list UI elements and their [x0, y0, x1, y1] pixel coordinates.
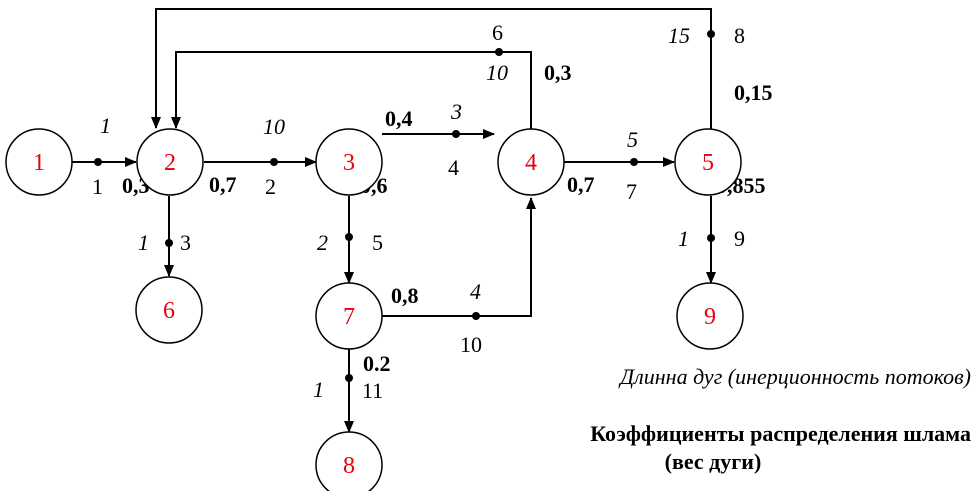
node-6: 6 — [135, 276, 203, 344]
legend-lengths: Длинна дуг (инерционность потоков) — [618, 364, 971, 389]
edge-6-weight: 0,3 — [544, 60, 572, 85]
edge-1-length: 1 — [100, 113, 111, 138]
legend-weights-line1: Коэффициенты распределения шлама — [590, 421, 971, 446]
edge-11-weight: 0.2 — [363, 351, 391, 376]
node-2: 2 — [136, 128, 204, 196]
edge-9-id: 9 — [734, 226, 745, 251]
node-3-label: 3 — [343, 150, 355, 176]
node-3: 3 — [315, 128, 383, 196]
edge-6-line — [171, 51, 532, 129]
node-4-circle — [497, 128, 565, 196]
edge-4-id: 4 — [448, 155, 459, 180]
edge-3-id: 3 — [180, 230, 191, 255]
edge-11-id: 11 — [362, 378, 383, 403]
edge-4-dot — [452, 130, 460, 138]
edge-10: 10 4 0,8 — [382, 197, 536, 357]
legend-weights-line2: (вес дуги) — [665, 449, 762, 474]
edge-1: 1 1 — [72, 113, 137, 199]
edge-5-dot — [345, 233, 353, 241]
node-8-label: 8 — [343, 453, 355, 479]
node-9-circle — [676, 282, 744, 350]
edge-6-id: 6 — [492, 20, 503, 45]
node-6-label: 6 — [163, 298, 175, 324]
node-1-circle — [5, 128, 73, 196]
node-5-label: 5 — [702, 150, 714, 176]
edge-3-length: 1 — [138, 230, 149, 255]
edge-7-weight: 0,7 — [567, 172, 595, 197]
edge-7-length: 5 — [627, 127, 638, 152]
edge-6-length: 10 — [486, 60, 508, 85]
edge-8-line — [151, 8, 712, 129]
edge-2: 2 10 0,7 — [204, 114, 317, 199]
edge-2-length: 10 — [263, 114, 285, 139]
edge-4: 4 3 0,4 — [382, 99, 495, 180]
edge-2-weight: 0,7 — [209, 172, 237, 197]
edge-1-id: 1 — [92, 174, 103, 199]
node-3-circle — [315, 128, 383, 196]
nodes: 1 2 3 4 5 6 7 8 — [5, 128, 744, 491]
edge-2-id: 2 — [265, 174, 276, 199]
node-6-circle — [135, 276, 203, 344]
edge-3-dot — [165, 239, 173, 247]
edge-7: 7 5 0,7 — [564, 127, 675, 204]
edge-7-id: 7 — [626, 179, 637, 204]
edge-8-length: 15 — [668, 23, 690, 48]
edge-8-dot — [707, 30, 715, 38]
edge-4-weight: 0,4 — [385, 106, 413, 131]
node-9-label: 9 — [704, 304, 716, 330]
node-2-circle — [136, 128, 204, 196]
node-4: 4 — [497, 128, 565, 196]
node-5-circle — [674, 128, 742, 196]
edge-9-length: 1 — [678, 226, 689, 251]
legend: Длинна дуг (инерционность потоков) Коэфф… — [590, 364, 971, 474]
node-9: 9 — [676, 282, 744, 350]
edge-10-length: 4 — [470, 279, 481, 304]
edge-11-dot — [345, 374, 353, 382]
edges: 1 1 2 10 0,7 3 1 0,3 4 3 0,4 — [72, 8, 773, 433]
edge-10-dot — [472, 312, 480, 320]
edge-10-id: 10 — [460, 332, 482, 357]
node-7: 7 — [315, 282, 383, 350]
edge-7-dot — [630, 158, 638, 166]
edge-9-dot — [707, 234, 715, 242]
edge-5-id: 5 — [372, 230, 383, 255]
edge-8-id: 8 — [734, 23, 745, 48]
node-1: 1 — [5, 128, 73, 196]
edge-5-length: 2 — [317, 230, 328, 255]
edge-10-weight: 0,8 — [391, 283, 419, 308]
node-8-circle — [315, 431, 383, 491]
edge-6: 6 10 0,3 — [171, 20, 572, 129]
edge-6-dot — [495, 48, 503, 56]
edge-1-dot — [94, 158, 102, 166]
node-1-label: 1 — [33, 150, 45, 176]
node-7-circle — [315, 282, 383, 350]
node-8: 8 — [315, 431, 383, 491]
node-4-label: 4 — [525, 150, 537, 176]
edge-4-length: 3 — [450, 99, 462, 124]
edge-8: 8 15 0,15 — [151, 8, 773, 129]
edge-10-line — [382, 197, 536, 317]
node-7-label: 7 — [343, 304, 355, 330]
node-5: 5 — [674, 128, 742, 196]
node-2-label: 2 — [164, 150, 176, 176]
edge-11: 11 1 0.2 — [313, 349, 391, 433]
edge-11-length: 1 — [313, 377, 324, 402]
edge-2-dot — [270, 158, 278, 166]
edge-8-weight: 0,15 — [734, 80, 773, 105]
